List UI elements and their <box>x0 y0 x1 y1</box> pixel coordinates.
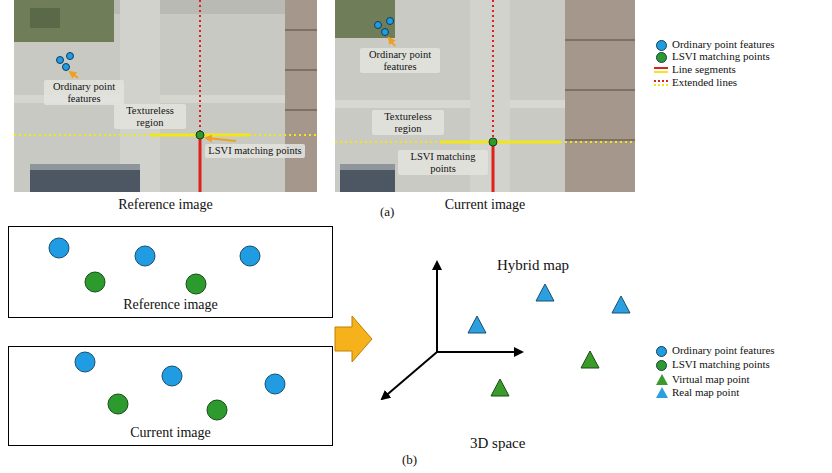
legend-text: Extended lines <box>672 76 737 89</box>
drawn-rect <box>30 168 140 192</box>
drawn-line <box>285 109 317 111</box>
drawn-rect <box>30 8 60 28</box>
block-arrow <box>335 316 372 362</box>
drawn-polygon <box>581 351 599 368</box>
drawn-line <box>654 71 668 73</box>
legend-dot <box>656 40 667 51</box>
drawn-line <box>565 89 635 91</box>
legend-triangle <box>656 374 668 385</box>
feature-label: Ordinary point features <box>360 48 440 73</box>
aerial-image-panel: Ordinary point featuresTextureless regio… <box>335 0 635 192</box>
drawn-rect <box>335 0 635 192</box>
drawn-circle <box>57 57 64 64</box>
drawn-rect <box>285 0 317 192</box>
drawn-circle <box>186 274 206 294</box>
subfigure-label: (a) <box>380 204 394 220</box>
drawn-circle <box>382 29 389 36</box>
drawn-rect <box>14 0 317 192</box>
drawn-rect <box>340 164 395 170</box>
axis-label: Hybrid map <box>497 256 569 274</box>
image-caption: Reference image <box>14 197 317 214</box>
drawn-line <box>437 351 522 353</box>
drawn-line <box>206 138 236 141</box>
drawn-line <box>654 84 668 86</box>
current-aerial-image <box>335 0 635 192</box>
image-caption: Current image <box>9 425 332 442</box>
legend-text: Ordinary point features <box>672 344 775 357</box>
legend-dot <box>656 346 667 357</box>
feature-label: Ordinary point features <box>44 80 124 105</box>
legend-text: Line segments <box>672 63 736 76</box>
image-caption: Reference image <box>9 297 332 314</box>
drawn-circle <box>207 400 227 420</box>
subfigure-label: (b) <box>402 452 417 468</box>
drawn-circle <box>75 352 95 372</box>
drawn-circle <box>63 64 70 71</box>
drawn-circle <box>108 394 128 414</box>
drawn-line <box>492 0 494 142</box>
drawn-line <box>335 141 635 143</box>
drawn-rect <box>565 0 635 192</box>
drawn-line <box>565 139 635 141</box>
drawn-line <box>654 67 668 69</box>
drawn-polygon <box>612 296 630 313</box>
drawn-circle <box>162 366 182 386</box>
drawn-circle <box>49 238 69 258</box>
drawn-rect <box>120 0 160 192</box>
drawn-rect <box>340 168 395 192</box>
drawn-circle <box>135 246 155 266</box>
feature-label: Textureless region <box>114 104 186 129</box>
drawn-line <box>199 135 202 192</box>
drawn-line <box>440 141 560 144</box>
drawn-line <box>285 69 317 71</box>
drawn-circle <box>375 22 382 29</box>
drawn-line <box>285 29 317 31</box>
drawn-polygon <box>536 284 554 301</box>
legend-text: Virtual map point <box>672 373 750 386</box>
drawn-rect <box>30 164 140 170</box>
legend-dot <box>656 360 667 371</box>
legend-text: LSVI matching points <box>672 358 770 371</box>
drawn-polygon <box>468 316 486 333</box>
drawn-line <box>382 352 437 399</box>
legend-text: LSVI matching points <box>672 50 770 63</box>
drawn-circle <box>489 138 497 146</box>
legend-line-samples <box>654 68 668 85</box>
reference-aerial-image <box>14 0 317 192</box>
drawn-rect <box>14 0 114 42</box>
drawn-rect <box>335 0 395 38</box>
drawn-circle <box>196 131 204 139</box>
feature-label: LSVI matching points <box>205 144 305 158</box>
drawn-line <box>492 142 495 192</box>
image-box: Current image <box>8 346 333 446</box>
legend-text: Ordinary point features <box>672 38 775 51</box>
drawn-line <box>565 39 635 41</box>
drawn-line <box>199 0 201 135</box>
feature-label: LSVI matching points <box>398 150 488 175</box>
feature-label: Textureless region <box>372 110 444 135</box>
drawn-circle <box>265 374 285 394</box>
drawn-line <box>70 72 78 78</box>
aerial-image-panel: Ordinary point featuresTextureless regio… <box>14 0 317 192</box>
axes-3d <box>382 262 522 399</box>
drawn-line <box>436 262 438 352</box>
drawn-circle <box>240 246 260 266</box>
feature-points <box>49 238 285 420</box>
drawn-circle <box>387 18 394 25</box>
drawn-circle <box>67 53 74 60</box>
image-box: Reference image <box>8 226 333 318</box>
drawn-line <box>654 80 668 82</box>
legend-text: Real map point <box>672 386 739 399</box>
drawn-polygon <box>491 379 509 396</box>
drawn-line <box>389 38 395 46</box>
drawn-circle <box>85 272 105 292</box>
legend-dot <box>656 52 667 63</box>
axis-label: 3D space <box>470 434 525 452</box>
legend-triangle <box>656 387 668 398</box>
map-points <box>468 284 630 396</box>
drawn-line <box>14 134 317 136</box>
